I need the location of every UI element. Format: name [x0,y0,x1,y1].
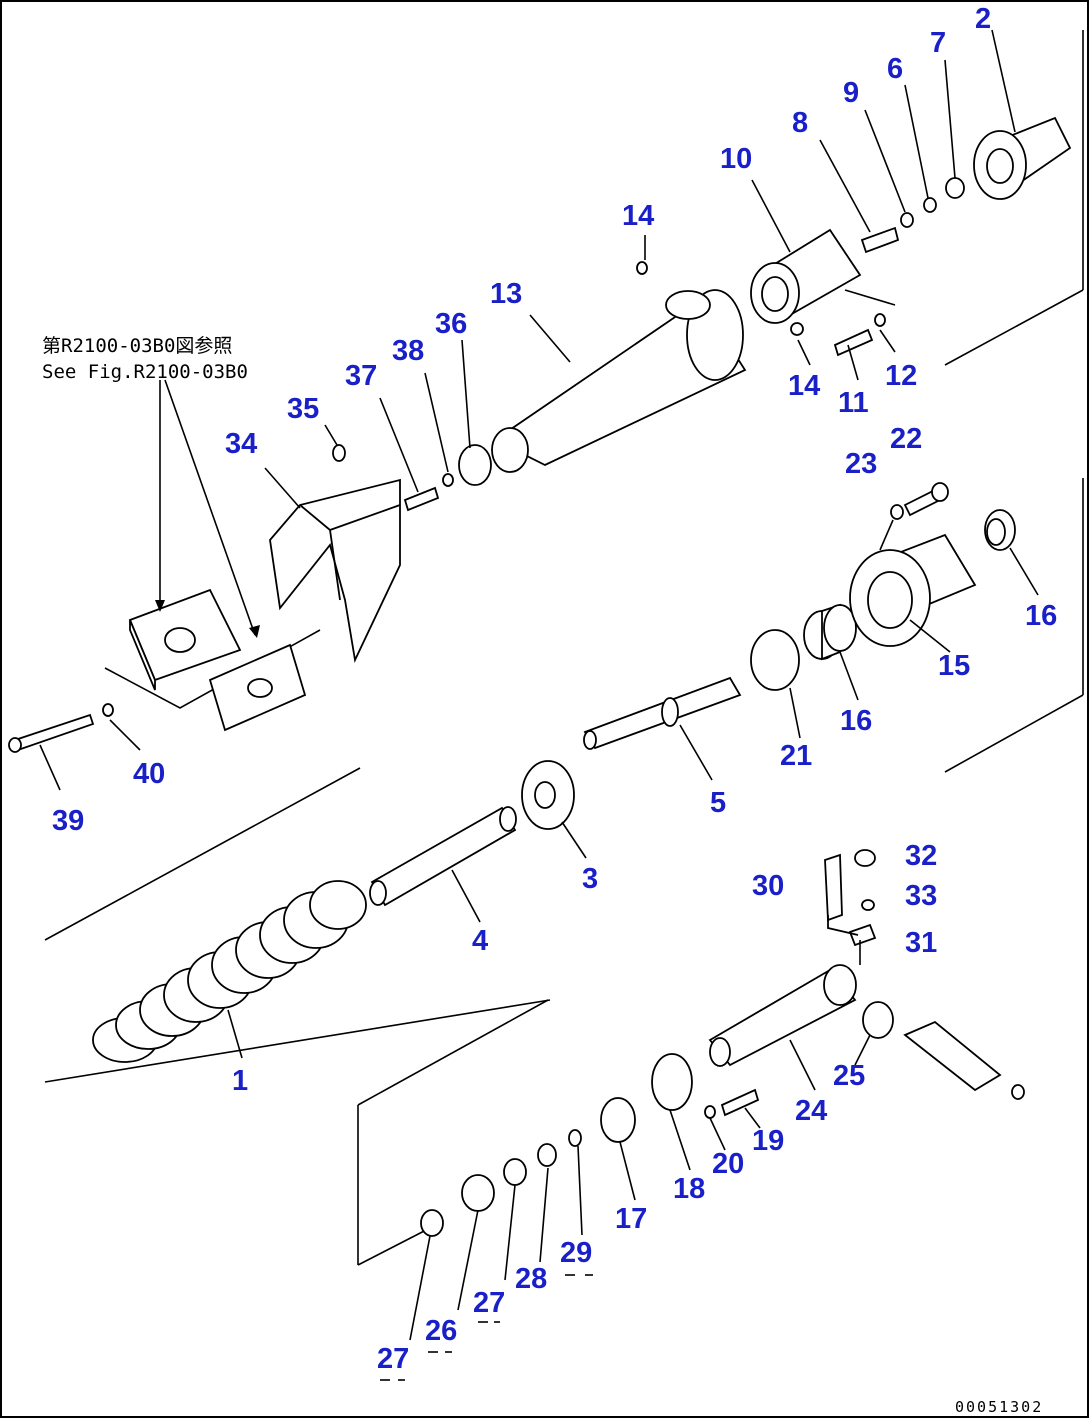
label-30: 30 [752,870,784,902]
label-5: 5 [710,787,726,819]
label-25: 25 [833,1060,865,1092]
part-21-o-ring [750,629,801,739]
label-9: 9 [843,77,859,109]
label-27-middle: 27 [473,1287,505,1319]
label-8: 8 [792,107,808,139]
label-27-bottom: 27 [377,1343,409,1375]
label-22: 22 [890,423,922,455]
part-rod-lower [903,1020,1025,1100]
label-21: 21 [780,740,812,772]
part-10-collar [750,179,862,324]
label-15: 15 [938,650,970,682]
label-32: 32 [905,840,937,872]
part-34-bracket [264,467,401,663]
parts-17-29-seals [409,1053,761,1341]
label-35: 35 [287,393,319,425]
label-2: 2 [975,3,991,35]
part-2-end-cap [973,29,1072,200]
label-16-lower: 16 [840,705,872,737]
part-3-flange [521,760,587,859]
part-1-spring [92,880,367,1063]
label-7: 7 [930,27,946,59]
label-33: 33 [905,880,937,912]
parts-35-38 [324,339,492,512]
label-34: 34 [225,428,257,460]
label-37: 37 [345,360,377,392]
label-1: 1 [232,1065,248,1097]
label-16-upper: 16 [1025,600,1057,632]
label-20: 20 [712,1148,744,1180]
label-40: 40 [133,758,165,790]
part-23-washer [890,504,904,520]
drawing-code: 00051302 [955,1398,1043,1416]
label-3: 3 [582,863,598,895]
label-6: 6 [887,53,903,85]
label-18: 18 [673,1173,705,1205]
part-39-40-bolt [8,703,141,791]
part-22-bolt [903,482,949,517]
part-16-bushing-upper [984,509,1039,596]
label-10: 10 [720,143,752,175]
label-26: 26 [425,1315,457,1347]
label-36: 36 [435,308,467,340]
label-17: 17 [615,1203,647,1235]
label-12: 12 [885,360,917,392]
label-19: 19 [752,1125,784,1157]
reference-note-jp: 第R2100-03B0図参照 [42,335,232,357]
part-24-cylinder [708,964,857,1091]
label-14-top: 14 [622,200,654,232]
parts-30-33-fitting [824,849,877,965]
reference-blocks [128,379,307,732]
label-23: 23 [845,448,877,480]
label-24: 24 [795,1095,827,1127]
label-31: 31 [905,927,937,959]
part-13-cylinder [491,289,747,473]
label-38: 38 [392,335,424,367]
label-29: 29 [560,1237,592,1269]
small-hardware-top-right [636,59,965,381]
label-11: 11 [838,387,869,419]
part-16-bushing-lower [803,603,859,701]
label-14-side: 14 [788,370,820,402]
label-28: 28 [515,1263,547,1295]
part-25-bushing [854,1001,894,1066]
part-4-rod [369,806,517,923]
reference-note-en: See Fig.R2100-03B0 [42,361,248,383]
part-number-labels: 1 2 3 4 5 6 7 8 9 10 11 12 13 14 14 15 1… [52,3,1057,1375]
part-5-shaft [583,676,742,781]
label-13: 13 [490,278,522,310]
minor-marks [380,1274,593,1381]
label-4: 4 [472,925,488,957]
part-15-housing [849,519,977,653]
label-39: 39 [52,805,84,837]
